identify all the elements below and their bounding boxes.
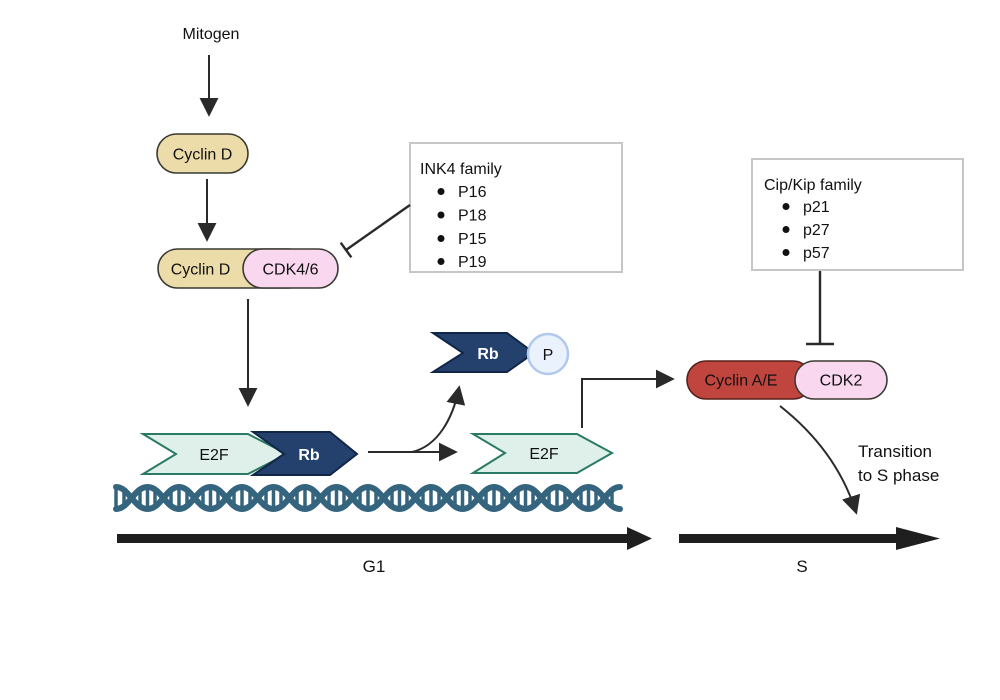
g1-timeline-arrow [117, 527, 652, 550]
rb-bound-label: Rb [298, 447, 320, 464]
ink4-family-title: INK4 family [420, 161, 502, 178]
cdk46-pill [242, 248, 339, 289]
ink4-item: P18 [458, 208, 487, 225]
phosphate-label: P [543, 347, 554, 364]
ink4-inhibition-line [345, 204, 411, 251]
bullet-icon [782, 226, 790, 233]
cipkip-item: p57 [803, 245, 830, 262]
rb-phospho-chevron [429, 332, 536, 373]
ink4-item: P19 [458, 254, 487, 271]
bullet-icon [437, 188, 445, 195]
cyclin-d-node [156, 133, 249, 174]
cyclin-d-complex-label: Cyclin D [171, 262, 231, 279]
transition-note-line2: to S phase [858, 466, 939, 485]
bullet-icon [782, 249, 790, 256]
cyclin-d-node-label: Cyclin D [173, 147, 233, 164]
g1-phase-label: G1 [363, 557, 386, 576]
bullet-icon [437, 258, 445, 265]
e2f-to-cyclinae-connector [581, 369, 675, 428]
e2f-bound-chevron [139, 433, 290, 475]
e2f-free-label: E2F [529, 446, 559, 463]
cipkip-family-title: Cip/Kip family [764, 177, 862, 194]
transition-curve-arrow [779, 405, 861, 515]
dna-helix-icon [116, 487, 620, 509]
s-timeline-arrow [679, 527, 940, 550]
bullet-icon [782, 203, 790, 210]
cdk2-pill [794, 360, 888, 400]
ink4-item: P16 [458, 184, 487, 201]
cipkip-item: p21 [803, 199, 830, 216]
ink4-family-box [409, 142, 623, 273]
e2f-bound-label: E2F [199, 447, 229, 464]
ink4-item: P15 [458, 231, 487, 248]
e2f-free-chevron [469, 433, 615, 474]
cdk2-label: CDK2 [820, 373, 863, 390]
rb-phospho-label: Rb [477, 346, 499, 363]
s-phase-label: S [796, 557, 807, 576]
rb-bound-chevron [249, 431, 359, 476]
bullet-icon [437, 235, 445, 242]
cyclin-ae-label: Cyclin A/E [705, 373, 778, 390]
cdk46-label: CDK4/6 [262, 262, 318, 279]
rb-release-curve-arrow [411, 385, 466, 453]
transition-note-line1: Transition [858, 442, 932, 461]
bullet-icon [437, 211, 445, 219]
ink4-inhibition-tbar-icon [339, 241, 353, 259]
phosphate-circle [526, 332, 570, 376]
mitogen-label: Mitogen [183, 26, 240, 43]
cipkip-item: p27 [803, 222, 830, 239]
